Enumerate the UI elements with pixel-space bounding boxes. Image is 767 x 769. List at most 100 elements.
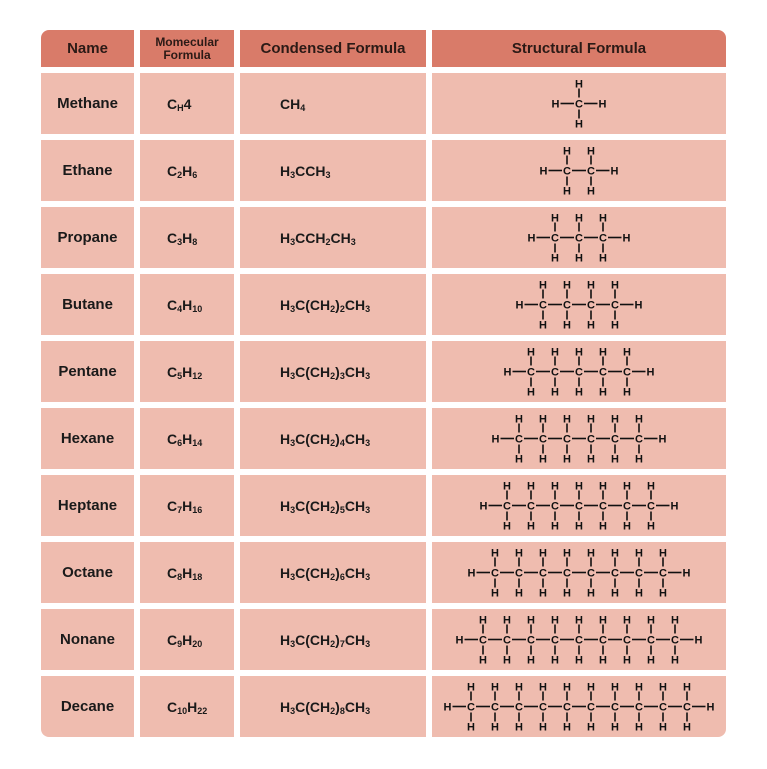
hydrogen-atom: H (563, 548, 571, 560)
formula-part: C(CH (295, 698, 331, 715)
formula-subscript: 3 (350, 236, 356, 247)
hydrogen-atom: H (575, 213, 583, 225)
carbon-atom: C (479, 635, 487, 647)
hydrogen-atom: H (468, 568, 476, 580)
formula-subscript: 3 (365, 504, 371, 515)
formula-subscript: 3 (290, 571, 296, 582)
hydrogen-atom: H (527, 521, 535, 533)
carbon-atom: C (551, 501, 559, 513)
formula-subscript: 8 (177, 571, 183, 582)
hydrogen-atom: H (527, 481, 535, 493)
carbon-atom: C (623, 367, 631, 379)
formula-subscript: 3 (290, 504, 296, 515)
carbon-atom: C (515, 434, 523, 446)
hydrogen-atom: H (539, 682, 547, 694)
formula-subscript: 18 (192, 571, 203, 582)
formula-part: ) (335, 430, 340, 447)
carbon-atom: C (683, 702, 691, 714)
alkane-table: Name Momecular Formula Condensed Formula… (41, 30, 726, 740)
hydrogen-atom: H (659, 682, 667, 694)
formula-subscript: 3 (339, 370, 345, 381)
formula-subscript: 5 (339, 504, 345, 515)
formula-subscript: 6 (192, 169, 198, 180)
formula-part: C (167, 363, 178, 380)
hydrogen-atom: H (551, 481, 559, 493)
carbon-atom: C (527, 635, 535, 647)
header-condensed-label: Condensed Formula (260, 40, 406, 57)
formula-subscript: 4 (300, 102, 306, 113)
hydrogen-atom: H (707, 702, 715, 714)
carbon-atom: C (551, 233, 559, 245)
formula-subscript: 10 (177, 705, 188, 716)
hydrogen-atom: H (563, 588, 571, 600)
carbon-atom: C (599, 635, 607, 647)
formula-subscript: 2 (330, 705, 336, 716)
formula-subscript: 2 (177, 169, 183, 180)
header-condensed-formula: Condensed Formula (240, 30, 426, 67)
hydrogen-atom: H (695, 635, 703, 647)
carbon-atom: C (551, 635, 559, 647)
carbon-atom: C (611, 702, 619, 714)
hydrogen-atom: H (575, 615, 583, 627)
hydrogen-atom: H (587, 146, 595, 158)
formula-part: C (167, 631, 178, 648)
hydrogen-atom: H (611, 414, 619, 426)
carbon-atom: C (563, 702, 571, 714)
alkane-name-cell: Methane (41, 73, 134, 134)
hydrogen-atom: H (515, 454, 523, 466)
hydrogen-atom: H (611, 722, 619, 734)
hydrogen-atom: H (515, 548, 523, 560)
hydrogen-atom: H (515, 588, 523, 600)
hydrogen-atom: H (479, 615, 487, 627)
hydrogen-atom: H (647, 521, 655, 533)
formula-subscript: 3 (365, 437, 371, 448)
hydrogen-atom: H (503, 615, 511, 627)
hydrogen-atom: H (683, 722, 691, 734)
alkane-name: Butane (62, 296, 113, 313)
formula-subscript: 2 (330, 504, 336, 515)
formula-subscript: 22 (197, 705, 208, 716)
formula-part: 4 (183, 95, 192, 112)
hydrogen-atom: H (551, 521, 559, 533)
header-structural-label: Structural Formula (511, 40, 647, 57)
formula-part: CH (344, 296, 366, 313)
hydrogen-atom: H (623, 481, 631, 493)
formula-part: ) (335, 698, 340, 715)
formula-subscript: H (177, 102, 184, 113)
hydrogen-atom: H (563, 682, 571, 694)
header-name: Name (41, 30, 134, 67)
formula-part: C(CH (295, 363, 331, 380)
hydrogen-atom: H (659, 434, 667, 446)
alkane-name: Ethane (62, 162, 113, 179)
carbon-atom: C (611, 300, 619, 312)
hydrogen-atom: H (527, 655, 535, 667)
formula-part: H (280, 296, 291, 313)
alkane-name-cell: Hexane (41, 408, 134, 469)
formula-part: ) (335, 296, 340, 313)
hydrogen-atom: H (456, 635, 464, 647)
hydrogen-atom: H (647, 655, 655, 667)
formula-subscript: 3 (290, 638, 296, 649)
alkane-name-cell: Ethane (41, 140, 134, 201)
hydrogen-atom: H (623, 387, 631, 399)
carbon-atom: C (551, 367, 559, 379)
formula-subscript: 3 (365, 303, 371, 314)
hydrogen-atom: H (659, 548, 667, 560)
hydrogen-atom: H (563, 722, 571, 734)
hydrogen-atom: H (515, 414, 523, 426)
hydrogen-atom: H (563, 146, 571, 158)
formula-part: H (182, 162, 193, 179)
hydrogen-atom: H (515, 682, 523, 694)
carbon-atom: C (671, 635, 679, 647)
